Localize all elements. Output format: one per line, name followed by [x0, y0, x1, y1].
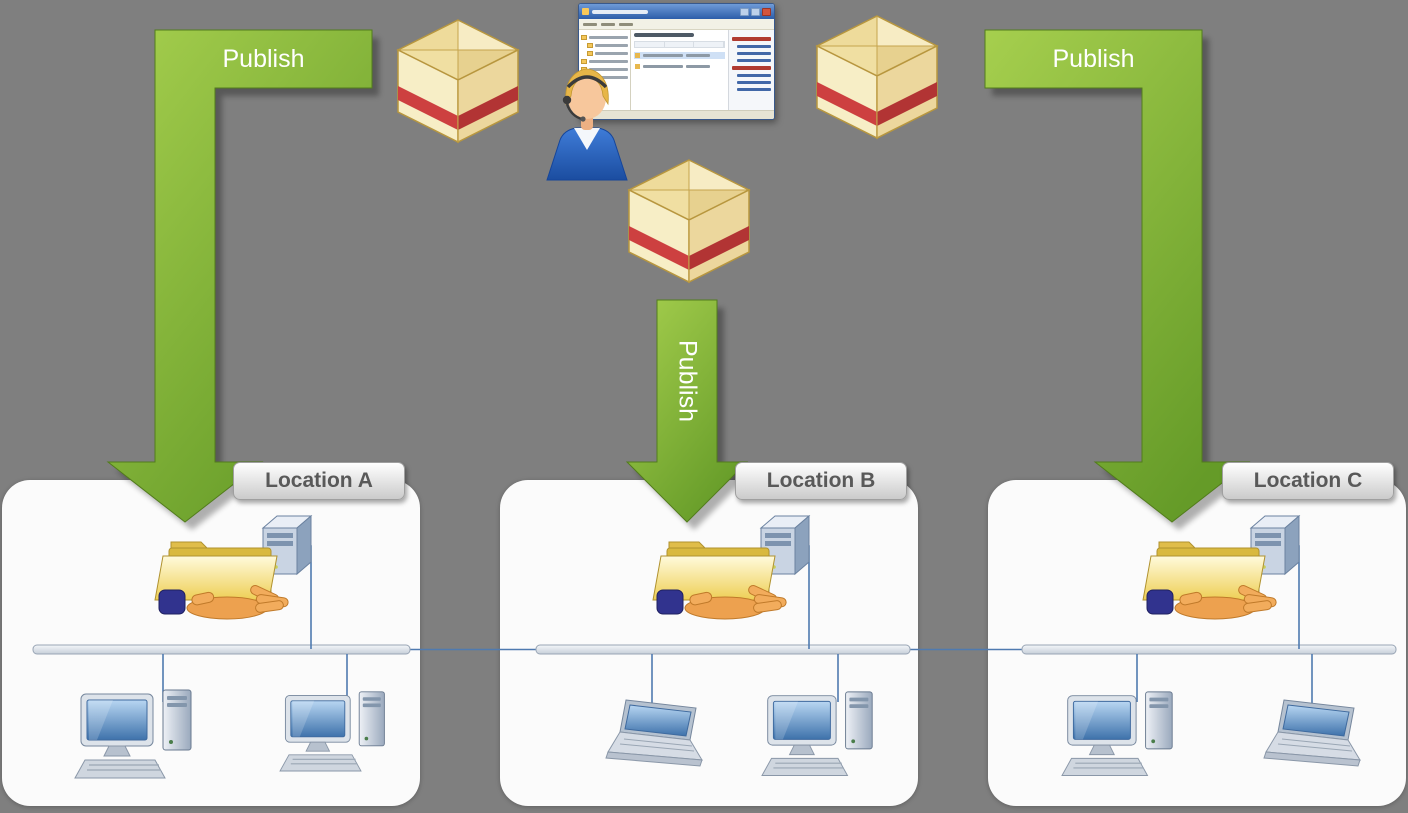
location-a-panel [2, 480, 420, 806]
console-statusbar [579, 110, 774, 119]
minimize-icon [740, 7, 749, 16]
network-bus-c [1021, 644, 1397, 655]
location-c-label: Location C [1222, 462, 1394, 500]
admin-user-icon [546, 68, 628, 181]
console-list-panel [631, 30, 728, 110]
software-package-icon [628, 159, 750, 283]
site-share-location-c [1142, 515, 1300, 620]
console-title-text [592, 9, 648, 14]
desktop-computer-icon [761, 691, 873, 777]
console-toolbar [579, 19, 774, 30]
software-package-icon [397, 19, 519, 143]
publish-label-center: Publish [673, 340, 702, 422]
laptop-computer-icon [605, 699, 703, 767]
network-bus-b [535, 644, 911, 655]
publish-arrow-center [625, 299, 749, 523]
console-window-buttons [740, 7, 771, 16]
location-a-label: Location A [233, 462, 405, 500]
location-b-panel [500, 480, 918, 806]
headset-mic-icon [580, 116, 586, 122]
publish-arrow-left [106, 29, 373, 523]
laptop-computer-icon [1263, 699, 1361, 767]
console-actions-panel [728, 30, 774, 110]
console-titlebar [579, 4, 774, 19]
network-bus-a [32, 644, 411, 655]
console-app-icon [582, 8, 589, 15]
software-package-icon [816, 15, 938, 139]
site-share-location-a [154, 515, 312, 620]
publish-label-left: Publish [222, 44, 305, 73]
publish-label-right: Publish [1052, 44, 1135, 73]
headset-band-icon [566, 75, 608, 89]
site-share-location-b [652, 515, 810, 620]
network-bus-bars [32, 644, 1397, 655]
desktop-computer-icon [1061, 691, 1173, 777]
publish-arrow-right [984, 29, 1251, 523]
maximize-icon [751, 7, 760, 16]
close-icon [762, 7, 771, 16]
desktop-computer-icon [279, 691, 385, 772]
location-b-label: Location B [735, 462, 907, 500]
desktop-computer-icon [74, 689, 192, 779]
headset-earcup-icon [562, 95, 572, 105]
client-drop-lines [162, 654, 1313, 704]
